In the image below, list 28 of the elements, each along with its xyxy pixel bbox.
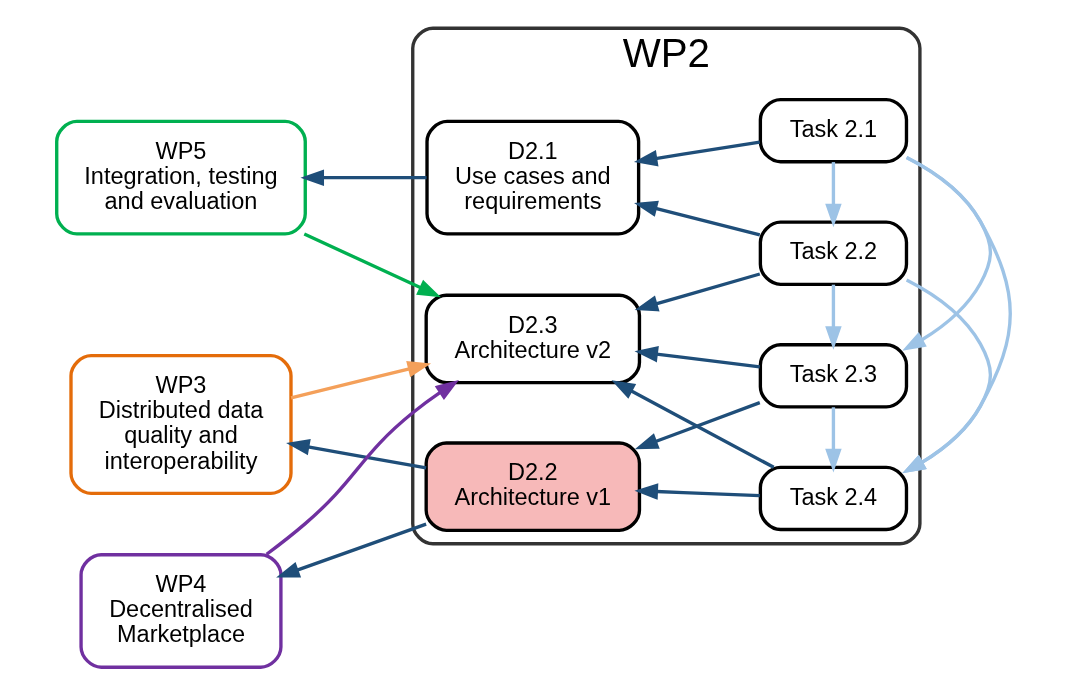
arrow [902, 278, 993, 474]
node-box: WP4 Decentralised Marketplace [79, 553, 283, 669]
arrow [290, 361, 432, 400]
arrow [633, 140, 761, 167]
arrow [303, 232, 441, 298]
node-box: Task 2.1 [758, 97, 909, 164]
arrow [276, 522, 427, 578]
node-box: D2.3 Architecture v2 [424, 293, 642, 385]
arrow [634, 272, 761, 312]
arrow [902, 155, 1012, 474]
node-box: Task 2.2 [758, 220, 909, 286]
arrow [825, 284, 842, 350]
node-box: WP5 Integration, testing and evaluation [55, 119, 307, 236]
node-box: WP3 Distributed data quality and interoperability [69, 354, 293, 496]
arrow [634, 401, 761, 450]
arrow [265, 379, 459, 556]
arrow [611, 380, 775, 469]
node-box: D2.2 Architecture v1 [424, 441, 642, 533]
arrow [825, 407, 842, 473]
arrow [634, 346, 760, 369]
node-box: D2.1 Use cases and requirements [425, 119, 641, 236]
arrow [300, 169, 427, 186]
arrow [286, 439, 427, 470]
node-box: Task 2.3 [758, 343, 909, 409]
arrow [825, 162, 842, 228]
arrow [634, 200, 761, 237]
node-box: Task 2.4 [758, 465, 909, 532]
arrow [634, 483, 760, 500]
